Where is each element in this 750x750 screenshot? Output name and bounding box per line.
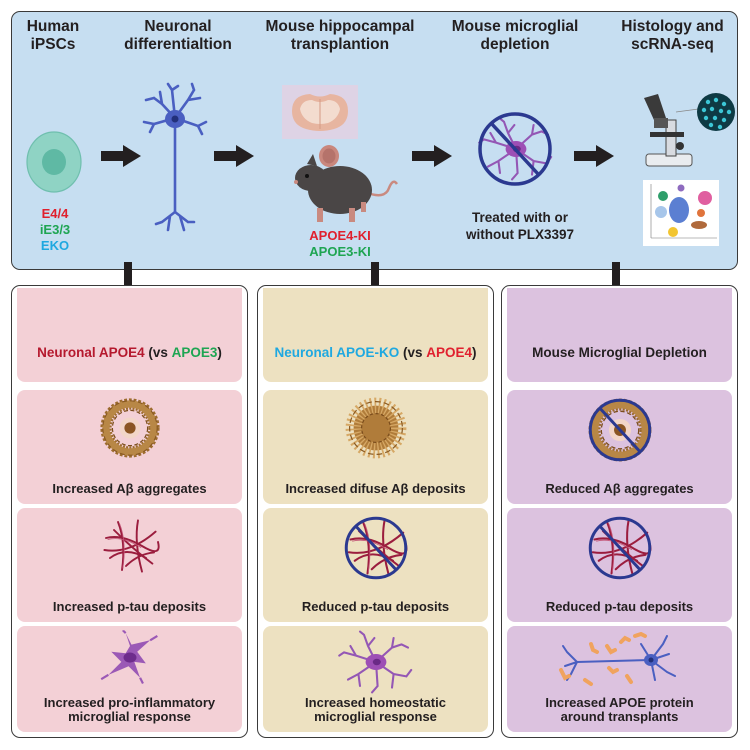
workflow-panel [11, 11, 738, 270]
result-card: Increased p-tau deposits [17, 508, 242, 622]
card-text: Increased Aβ aggregates [52, 481, 207, 496]
depletion-note-line-1: Treated with or [471, 210, 569, 225]
column-header: Mouse Microglial Depletion [507, 288, 732, 382]
card-text-line: Increased homeostatic [305, 695, 446, 710]
step-title-line: iPSCs [30, 36, 76, 53]
header-apoe-ko: Neuronal APOE-KO [274, 345, 400, 360]
result-column-microglial-depletion: Mouse Microglial Depletion Reduced Aβ ag… [501, 285, 738, 738]
card-text-line: around transplants [560, 709, 679, 724]
arrow-right-icon [214, 145, 254, 167]
result-card: Increased homeostatic microglial respons… [263, 626, 488, 732]
header-apoe3: APOE3 [171, 345, 218, 360]
no-ptau-icon [342, 514, 410, 582]
microscope-icon [644, 93, 735, 167]
ptau-tangle-icon [98, 514, 162, 578]
arrow-right-icon [101, 145, 141, 167]
step-title-neuronal-differentiation: Neuronal differentialtion [108, 18, 248, 54]
step-title-histology-scrnaseq: Histology and scRNA-seq [610, 18, 735, 54]
result-card: Reduced Aβ aggregates [507, 390, 732, 504]
column-header: Neuronal APOE-KO (vs APOE4) [263, 288, 488, 382]
activated-microglia-icon [94, 630, 166, 688]
step-title-line: Mouse microglial [451, 18, 579, 35]
diffuse-amyloid-icon [344, 396, 408, 460]
genotype-e44: E4/4 [41, 206, 69, 221]
step-title-line: Histology and [621, 18, 724, 35]
no-amyloid-icon [586, 396, 654, 464]
arrow-right-icon [412, 145, 452, 167]
card-text: Increased homeostatic microglial respons… [263, 696, 488, 724]
arrow-right-icon [574, 145, 614, 167]
card-text-line: Increased APOE protein [545, 695, 694, 710]
step-title-line: Human [26, 18, 80, 35]
card-text-line: Increased pro-inflammatory [43, 695, 216, 710]
mouse-icon [294, 145, 399, 222]
step-title-line: depletion [480, 36, 550, 53]
header-paren: ) [472, 345, 477, 360]
result-card: Increased Aβ aggregates [17, 390, 242, 504]
card-text-line: microglial response [68, 709, 191, 724]
genotype-eko: EKO [40, 238, 70, 253]
card-text: Increased difuse Aβ deposits [285, 481, 466, 496]
step-title-human-ipscs: Human iPSCs [14, 18, 92, 54]
result-column-apoe-ko: Neuronal APOE-KO (vs APOE4) Increased di… [257, 285, 494, 738]
mouse-model-apoe3-ki: APOE3-KI [309, 244, 371, 259]
step-title-line: Neuronal [144, 18, 212, 35]
result-card: Reduced p-tau deposits [507, 508, 732, 622]
step-title-line: Mouse hippocampal [265, 18, 415, 35]
homeostatic-microglia-icon [334, 630, 418, 694]
neuron-apoe-icon [558, 632, 676, 686]
genotype-ie33: iE3/3 [39, 222, 71, 237]
header-apoe4: Neuronal APOE4 [37, 345, 145, 360]
step-title-line: scRNA-seq [631, 36, 714, 53]
no-microglia-icon [473, 107, 559, 191]
card-text-line: microglial response [314, 709, 437, 724]
step-title-mouse-transplantation: Mouse hippocampal transplantion [255, 18, 425, 54]
no-ptau-icon [586, 514, 654, 582]
header-vs: (vs [399, 345, 427, 360]
card-text: Increased p-tau deposits [52, 599, 207, 614]
step-title-line: transplantion [290, 36, 390, 53]
card-text: Reduced p-tau deposits [545, 599, 694, 614]
card-text: Reduced Aβ aggregates [545, 481, 694, 496]
header-vs: (vs [144, 345, 172, 360]
scrna-umap-plot-icon [643, 180, 719, 246]
result-card: Increased APOE protein around transplant… [507, 626, 732, 732]
stem-cell-icon [26, 131, 82, 193]
depletion-note-line-2: without PLX3397 [465, 227, 575, 242]
result-card: Reduced p-tau deposits [263, 508, 488, 622]
result-card: Increased difuse Aβ deposits [263, 390, 488, 504]
result-card: Increased pro-inflammatory microglial re… [17, 626, 242, 732]
step-title-microglial-depletion: Mouse microglial depletion [440, 18, 590, 54]
card-text: Increased pro-inflammatory microglial re… [17, 696, 242, 724]
brain-section-icon [282, 85, 358, 139]
header-paren: ) [217, 345, 222, 360]
result-column-apoe4: Neuronal APOE4 (vs APOE3) Increased Aβ a… [11, 285, 248, 738]
mouse-model-apoe4-ki: APOE4-KI [309, 228, 371, 243]
card-text: Reduced p-tau deposits [301, 599, 450, 614]
step-title-line: differentialtion [124, 36, 232, 53]
header-apoe4: APOE4 [426, 345, 473, 360]
amyloid-plaque-icon [98, 396, 162, 460]
card-text: Increased APOE protein around transplant… [507, 696, 732, 724]
column-header: Neuronal APOE4 (vs APOE3) [17, 288, 242, 382]
neuron-icon [142, 82, 208, 232]
